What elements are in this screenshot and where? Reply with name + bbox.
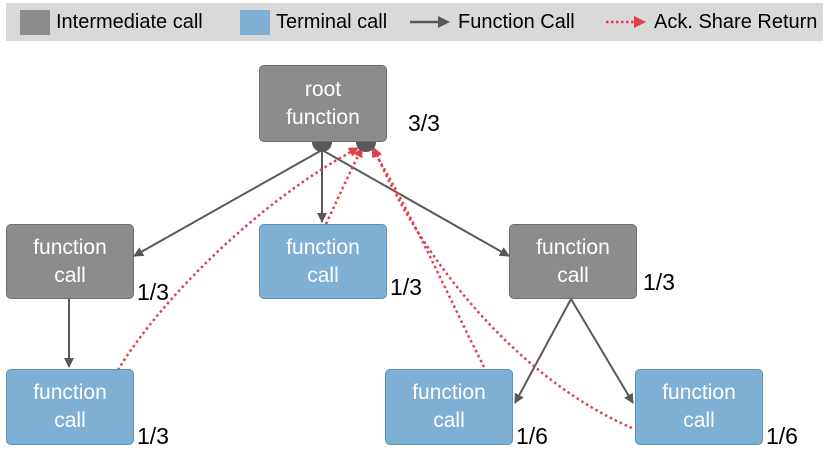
middle-node-line2: call xyxy=(307,263,339,287)
middle-function-call-node: function call xyxy=(259,224,387,299)
right-child-a-share-label: 1/6 xyxy=(516,423,548,449)
left-child-function-call-node: function call xyxy=(6,369,134,445)
legend-ack-label: Ack. Share Return xyxy=(654,10,818,33)
root-function-line1: root xyxy=(304,77,342,101)
right-child-b-function-call-node: function call xyxy=(635,369,763,445)
legend-ack: Ack. Share Return xyxy=(604,3,817,41)
middle-share-label: 1/3 xyxy=(390,274,422,300)
call-edge-right-child-a xyxy=(514,298,572,404)
left-node-line1: function xyxy=(33,235,107,259)
legend-terminal-label: Terminal call xyxy=(276,10,388,33)
call-arrow-icon xyxy=(410,16,450,28)
left-child-share-label: 1/3 xyxy=(137,423,169,449)
legend-terminal: Terminal call xyxy=(240,3,387,41)
call-edge-root-left xyxy=(133,149,323,257)
left-share-label: 1/3 xyxy=(137,279,169,305)
right-child-b-share-label: 1/6 xyxy=(766,423,798,449)
right-function-call-node: function call xyxy=(509,224,637,299)
legend-intermediate-label: Intermediate call xyxy=(56,10,203,33)
root-function-line2: function xyxy=(286,105,360,129)
left-child-line2: call xyxy=(54,409,86,432)
ack-edge-left-child xyxy=(116,146,359,371)
call-edge-right-child-b xyxy=(570,298,634,404)
terminal-swatch xyxy=(240,9,270,35)
right-child-a-function-call-node: function call xyxy=(385,369,513,445)
ack-edge-right-child-b xyxy=(372,147,633,430)
right-node-line2: call xyxy=(557,263,589,287)
legend-call-label: Function Call xyxy=(458,10,575,33)
left-child-line1: function xyxy=(33,381,107,404)
intermediate-swatch xyxy=(20,9,50,35)
right-child-a-line1: function xyxy=(412,381,486,404)
middle-node-line1: function xyxy=(286,235,360,259)
legend-call: Function Call xyxy=(408,3,575,41)
right-child-b-line2: call xyxy=(683,409,715,432)
root-share-label: 3/3 xyxy=(408,110,440,136)
right-node-line1: function xyxy=(536,235,610,259)
left-node-line2: call xyxy=(54,263,86,287)
left-function-call-node: function call xyxy=(6,224,134,299)
root-function-node: root function xyxy=(259,65,387,142)
ack-edge-right-child-a xyxy=(370,147,486,368)
ack-arrow-icon xyxy=(606,16,646,28)
legend: Intermediate call Terminal call Function… xyxy=(6,3,823,41)
ack-edge-middle xyxy=(324,147,364,225)
right-child-a-line2: call xyxy=(433,409,465,432)
right-share-label: 1/3 xyxy=(643,269,675,295)
legend-intermediate: Intermediate call xyxy=(20,3,203,41)
right-child-b-line1: function xyxy=(662,381,736,404)
